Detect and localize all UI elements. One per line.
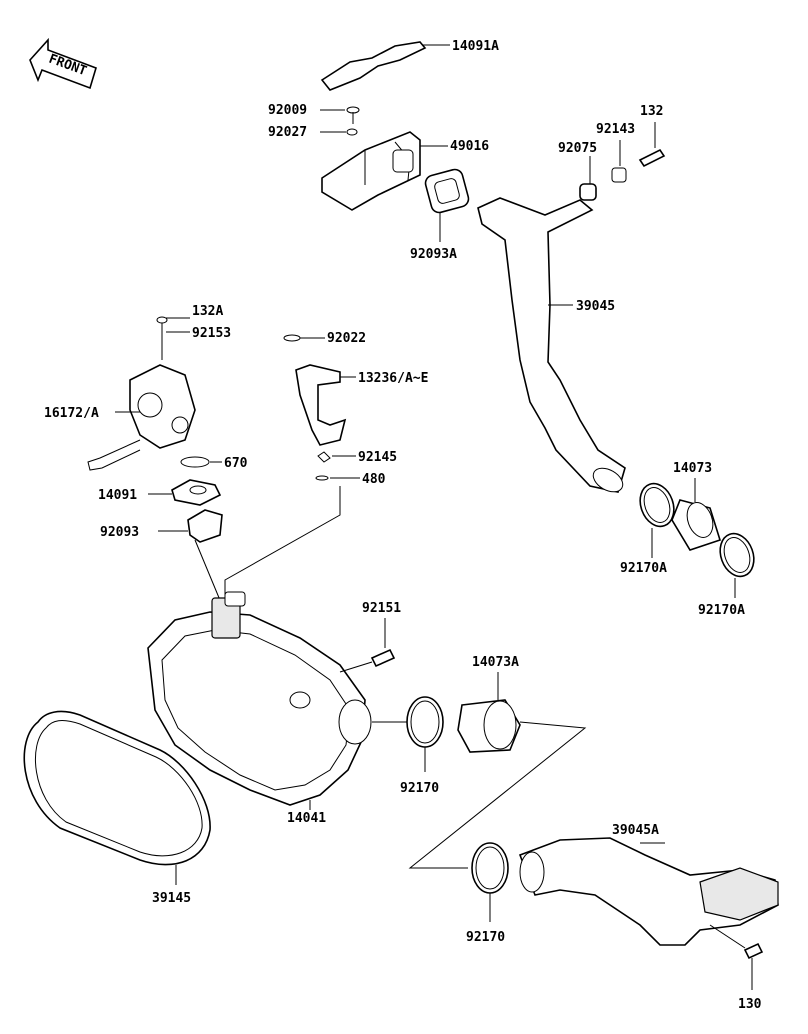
duct-39045A-part — [518, 837, 779, 946]
callout-480: 480 — [362, 472, 386, 487]
callout-13236: 13236/A~E — [358, 371, 428, 386]
callout-39145: 39145 — [152, 891, 191, 906]
gasket-92093-part — [158, 509, 223, 543]
callout-14041: 14041 — [287, 811, 326, 826]
callout-92022: 92022 — [327, 331, 366, 346]
oring-670-part — [180, 456, 222, 468]
bolt-132A-part — [156, 316, 190, 360]
clamp-92170-2-part — [471, 842, 509, 922]
screw-92009-part — [320, 106, 360, 136]
callout-49016: 49016 — [450, 139, 489, 154]
callout-92170-2: 92170 — [466, 930, 505, 945]
callout-39045A: 39045A — [612, 823, 659, 838]
boot-14073-part — [671, 478, 721, 551]
callout-92170-1: 92170 — [400, 781, 439, 796]
callout-14073: 14073 — [673, 461, 712, 476]
callout-132A: 132A — [192, 304, 223, 319]
clip-92022-part — [283, 334, 325, 342]
spring-92145-part — [317, 451, 356, 463]
callout-92151: 92151 — [362, 601, 401, 616]
callout-130: 130 — [738, 997, 762, 1012]
callout-92027: 92027 — [268, 125, 307, 140]
clamp-92170A-1-part — [639, 482, 675, 558]
bolt-132-part — [579, 122, 666, 201]
callout-132: 132 — [640, 104, 663, 119]
callout-14073A: 14073A — [472, 655, 519, 670]
clamp-92170A-2-part — [719, 532, 755, 598]
callout-39045: 39045 — [576, 299, 615, 314]
duct-housing-part — [321, 131, 448, 211]
callout-14091A: 14091A — [452, 39, 499, 54]
callout-92093: 92093 — [100, 525, 139, 540]
callout-92170A-2: 92170A — [698, 603, 745, 618]
callout-92153: 92153 — [192, 326, 231, 341]
bolt-130-part — [709, 924, 764, 990]
callout-92075: 92075 — [558, 141, 597, 156]
callout-92143: 92143 — [596, 122, 635, 137]
actuator-part — [87, 364, 196, 471]
washer-480-part — [315, 475, 360, 481]
clamp-92170-1-part — [372, 696, 444, 772]
boot-14073A-part — [457, 672, 521, 753]
callout-670: 670 — [224, 456, 248, 471]
callout-92093A: 92093A — [410, 247, 457, 262]
callout-92009: 92009 — [268, 103, 307, 118]
callout-14091: 14091 — [98, 488, 137, 503]
front-arrow-icon: FRONT — [29, 37, 97, 90]
shaft-13236-part — [295, 364, 356, 446]
seal-92093A-part — [424, 168, 470, 242]
drive-belt-part — [23, 710, 211, 885]
air-hose-part — [477, 197, 626, 493]
bolt-92151-part — [339, 618, 396, 673]
callout-92145: 92145 — [358, 450, 397, 465]
cover-bracket-part — [320, 41, 450, 91]
cvt-cover-part — [147, 591, 372, 810]
callout-92170A-1: 92170A — [620, 561, 667, 576]
callout-16172: 16172/A — [44, 406, 99, 421]
fitting-14091-part — [148, 479, 222, 506]
